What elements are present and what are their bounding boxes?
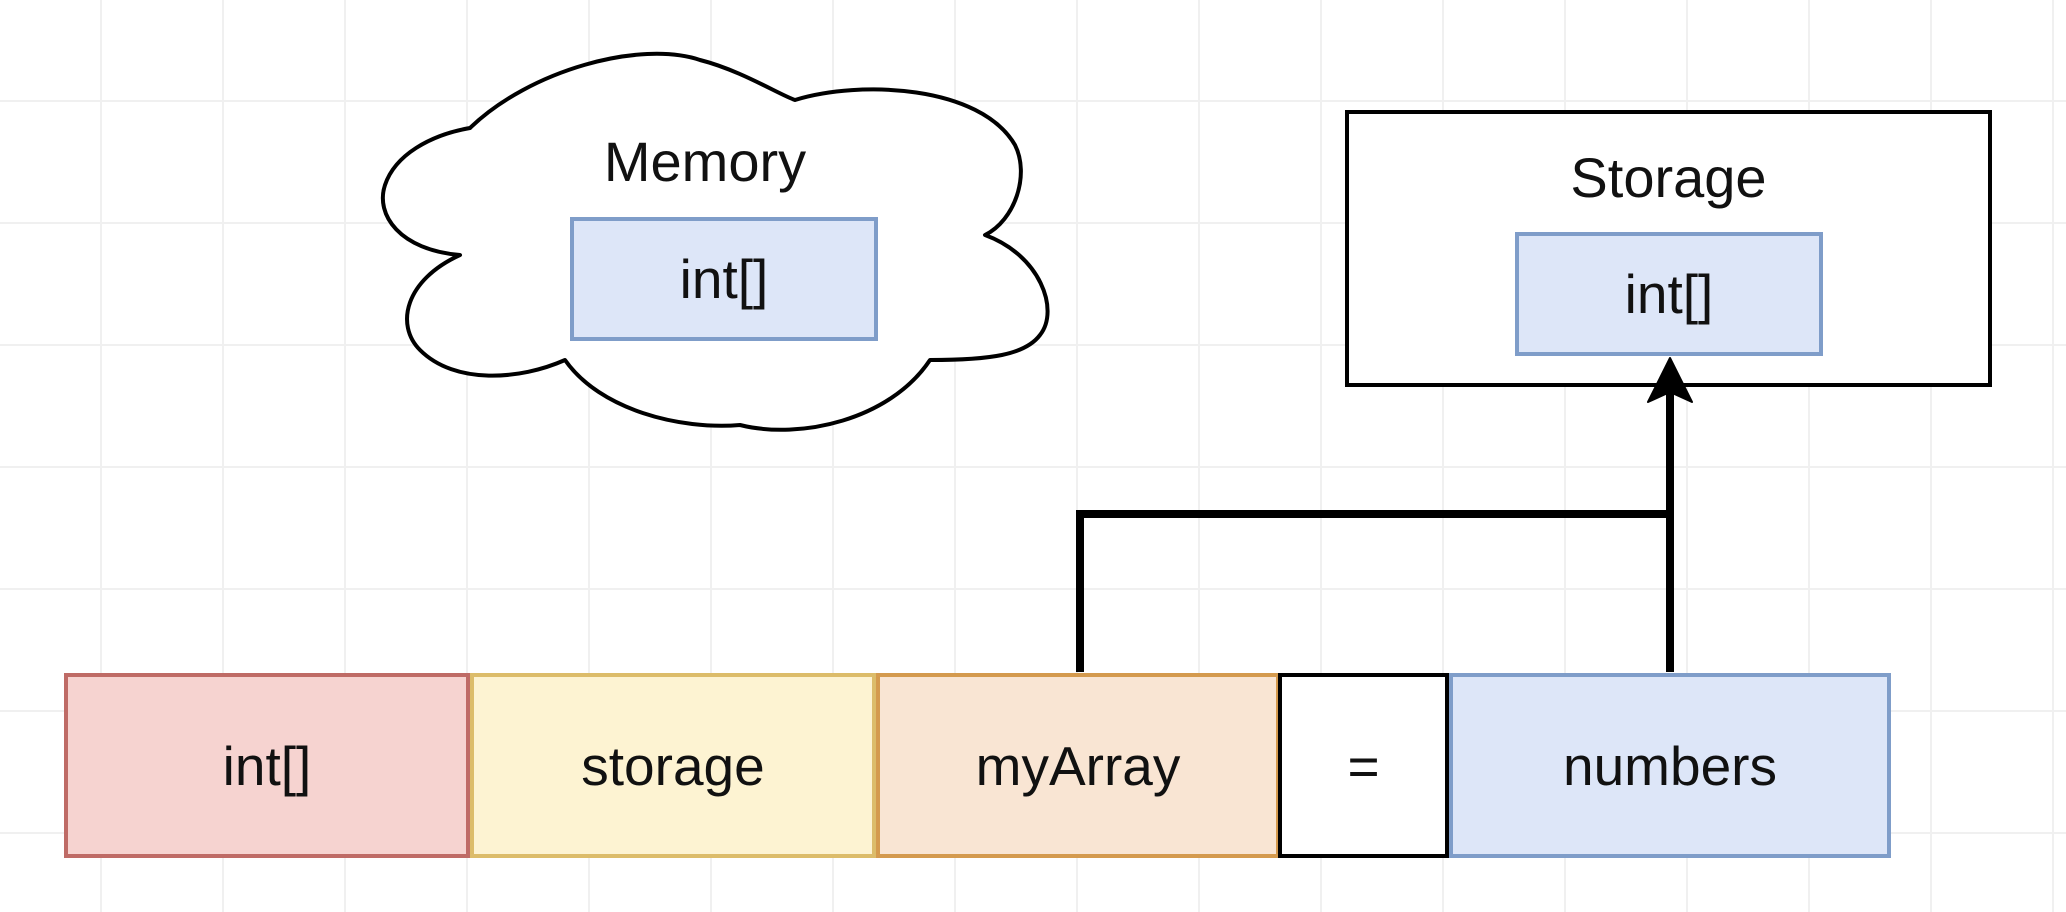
memory-title: Memory xyxy=(603,129,807,193)
operator-cell: = xyxy=(1278,673,1449,858)
value-cell: numbers xyxy=(1449,673,1891,858)
variable-name-label: myArray xyxy=(975,734,1181,797)
type-label: int[] xyxy=(222,734,312,797)
storage-title: Storage xyxy=(1570,145,1767,209)
variable-name-cell: myArray xyxy=(876,673,1280,858)
operator-label: = xyxy=(1347,734,1380,797)
storage-int-array-box: int[] xyxy=(1515,232,1823,356)
memory-int-array-box: int[] xyxy=(570,217,878,341)
location-cell: storage xyxy=(470,673,876,858)
memory-int-array-label: int[] xyxy=(679,248,769,310)
arrow-head-icon xyxy=(1647,357,1693,403)
myarray-connector xyxy=(1076,510,1670,672)
type-cell: int[] xyxy=(64,673,470,858)
location-label: storage xyxy=(581,734,765,797)
storage-int-array-label: int[] xyxy=(1624,263,1714,325)
value-label: numbers xyxy=(1563,734,1777,797)
